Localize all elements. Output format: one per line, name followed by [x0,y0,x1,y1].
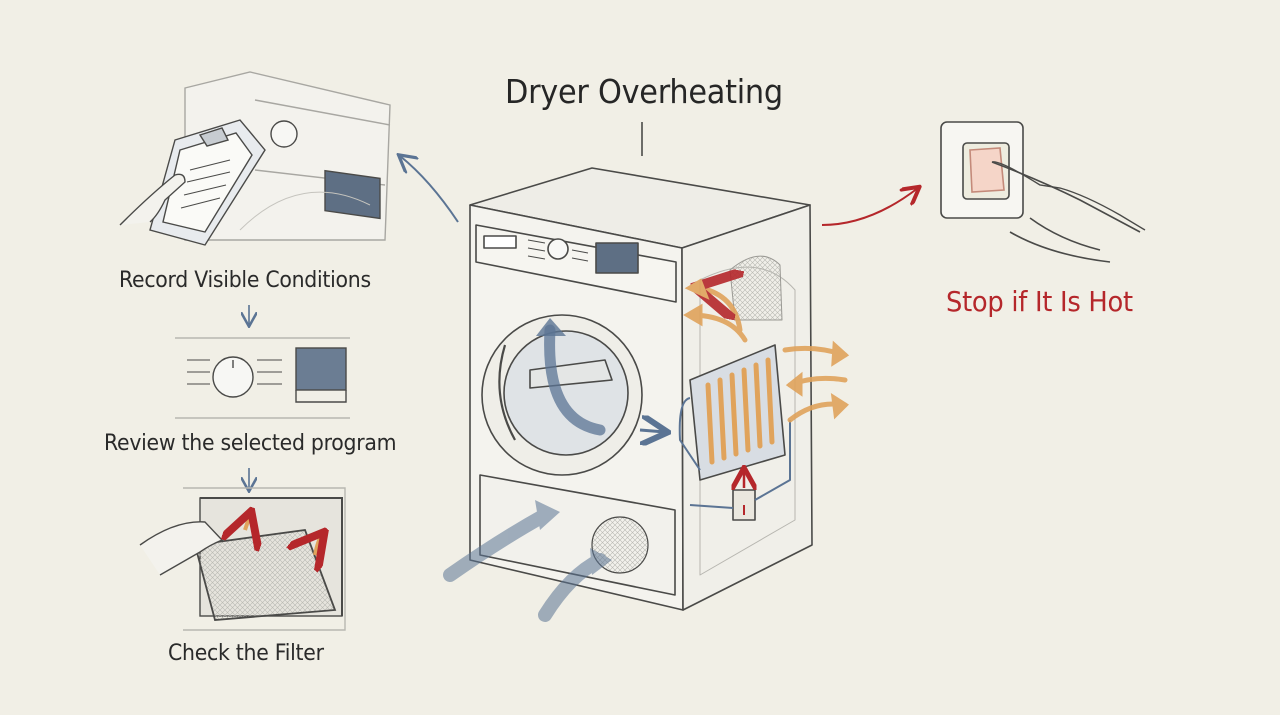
step-label-record: Record Visible Conditions [119,268,371,293]
dryer-illustration [469,167,813,611]
step1-connector-arrow [400,156,459,223]
step-label-review: Review the selected program [104,431,397,456]
step-label-filter: Check the Filter [168,641,324,666]
clipboard-icon [119,71,391,246]
heat-airflow-arrows [683,282,850,423]
control-panel-icon [175,337,350,419]
diagram-title: Dryer Overheating [505,72,783,111]
warning-label: Stop if It Is Hot [946,285,1133,318]
intake-airflow-arrows [443,500,612,622]
stop-connector-arrow [821,188,918,226]
lint-filter-icon [139,487,346,631]
drum-airflow-arrow [544,324,606,436]
power-switch-icon [940,121,1146,263]
